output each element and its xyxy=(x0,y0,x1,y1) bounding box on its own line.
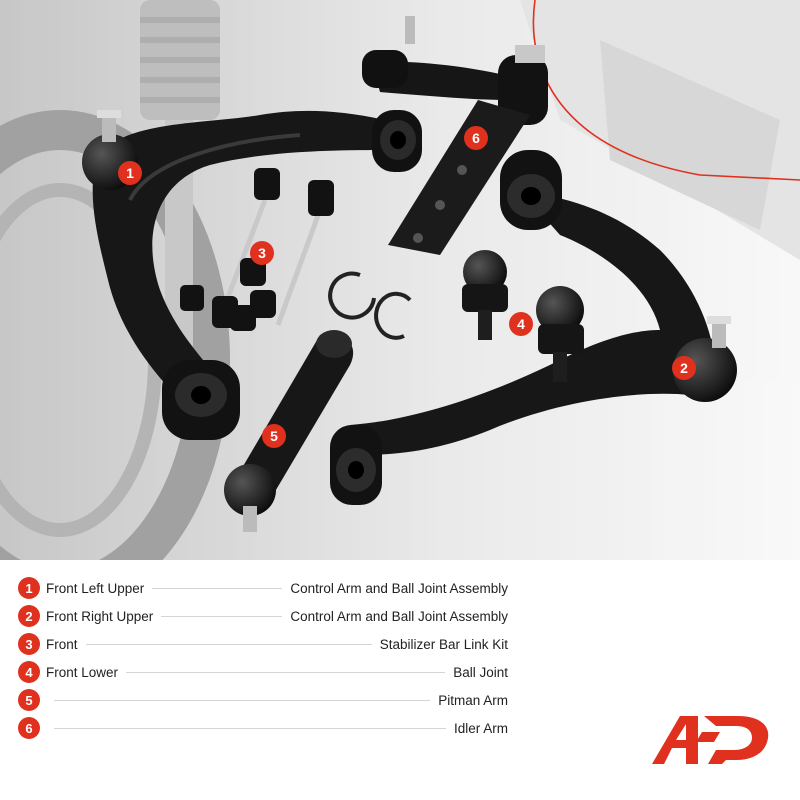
accent-curve xyxy=(532,0,800,181)
legend-leader-line xyxy=(161,615,283,617)
legend-badge-4: 4 xyxy=(18,661,40,683)
legend-row-3: 3 Front Stabilizer Bar Link Kit xyxy=(18,630,508,658)
legend-badge-1: 1 xyxy=(18,577,40,599)
idler-arm xyxy=(362,16,548,255)
legend-position-4: Front Lower xyxy=(46,664,123,680)
a-premium-logo-icon xyxy=(652,716,769,764)
callout-badge-5 xyxy=(262,424,286,448)
legend-badge-6: 6 xyxy=(18,717,40,739)
callout-5: 5 xyxy=(262,424,286,448)
callout-6: 6 xyxy=(464,126,488,150)
callout-badge-2 xyxy=(672,356,696,380)
legend-position-3: Front xyxy=(46,636,82,652)
legend-leader-line xyxy=(126,671,446,673)
callout-3: 3 xyxy=(250,241,274,265)
legend-row-4: 4 Front Lower Ball Joint xyxy=(18,658,508,686)
callout-label-3: 3 xyxy=(258,245,266,261)
parts-legend: 1 Front Left Upper Control Arm and Ball … xyxy=(18,574,508,742)
pitman-arm xyxy=(224,330,354,532)
callout-badge-4 xyxy=(509,312,533,336)
legend-badge-2: 2 xyxy=(18,605,40,627)
legend-badge-3: 3 xyxy=(18,633,40,655)
legend-part-6: Idler Arm xyxy=(449,720,508,736)
callout-2: 2 xyxy=(672,356,696,380)
callout-badge-1 xyxy=(118,161,142,185)
legend-leader-line xyxy=(85,643,372,645)
legend-row-5: 5 Pitman Arm xyxy=(18,686,508,714)
callout-label-5: 5 xyxy=(270,428,278,444)
callout-4: 4 xyxy=(509,312,533,336)
legend-row-1: 1 Front Left Upper Control Arm and Ball … xyxy=(18,574,508,602)
front-right-upper-control-arm xyxy=(330,150,737,505)
legend-part-1: Control Arm and Ball Joint Assembly xyxy=(286,580,508,596)
legend-part-5: Pitman Arm xyxy=(434,692,508,708)
legend-row-6: 6 Idler Arm xyxy=(18,714,508,742)
front-left-upper-control-arm xyxy=(82,110,422,440)
legend-badge-5: 5 xyxy=(18,689,40,711)
legend-leader-line xyxy=(54,727,446,729)
product-scene: 1 2 3 4 5 6 xyxy=(0,0,800,560)
legend-leader-line xyxy=(54,699,431,701)
callout-label-2: 2 xyxy=(680,360,688,376)
legend-leader-line xyxy=(152,587,283,589)
callout-badge-3 xyxy=(250,241,274,265)
callout-label-1: 1 xyxy=(126,165,134,181)
legend-part-3: Stabilizer Bar Link Kit xyxy=(375,636,508,652)
legend-position-2: Front Right Upper xyxy=(46,608,158,624)
callout-1: 1 xyxy=(118,161,142,185)
legend-position-1: Front Left Upper xyxy=(46,580,149,596)
callout-label-4: 4 xyxy=(517,316,525,332)
legend-part-2: Control Arm and Ball Joint Assembly xyxy=(286,608,508,624)
lower-ball-joints xyxy=(462,250,584,382)
retaining-rings xyxy=(328,271,412,340)
stabilizer-bar-link-kit xyxy=(180,168,334,331)
legend-part-4: Ball Joint xyxy=(449,664,508,680)
legend-row-2: 2 Front Right Upper Control Arm and Ball… xyxy=(18,602,508,630)
callout-badge-6 xyxy=(464,126,488,150)
callout-label-6: 6 xyxy=(472,130,480,146)
